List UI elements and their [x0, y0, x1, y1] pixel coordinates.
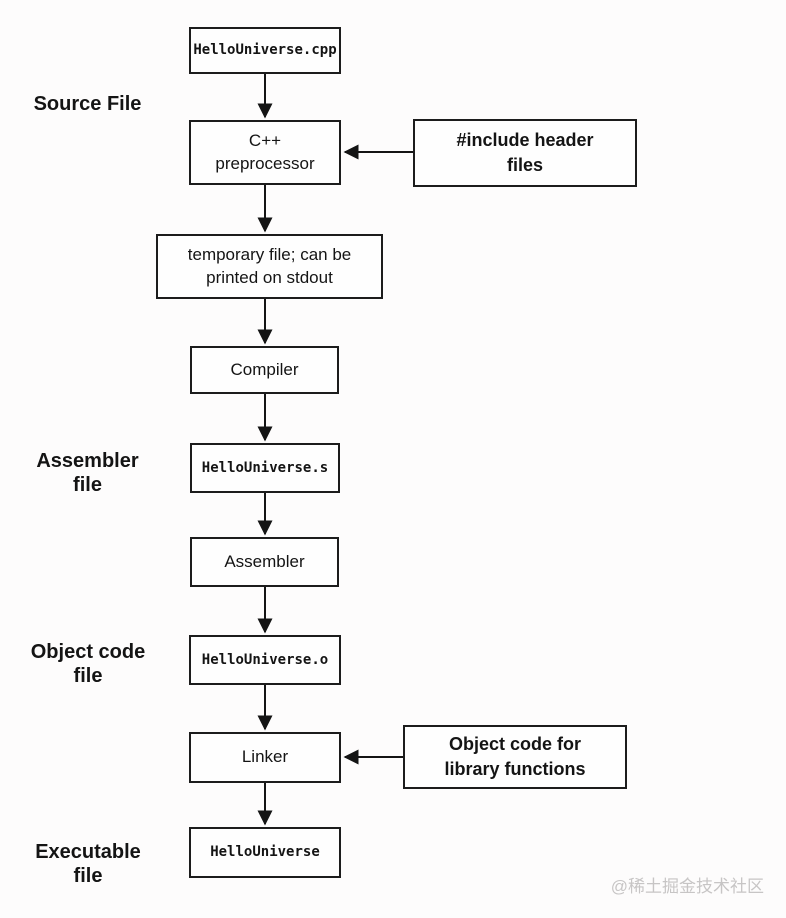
label-source-file: Source File — [33, 93, 142, 115]
node-include-header-files: #include header files — [413, 119, 637, 187]
node-label: HelloUniverse.o — [201, 651, 329, 668]
node-assembler: Assembler — [190, 537, 339, 587]
node-label: #include header files — [456, 129, 594, 175]
node-label: HelloUniverse.s — [201, 459, 329, 476]
node-temporary-file: temporary file; can be printed on stdout — [156, 234, 383, 299]
node-label: temporary file; can be printed on stdout — [187, 245, 352, 287]
node-hellouniverse-exe: HelloUniverse — [189, 827, 341, 878]
node-hellouniverse-cpp: HelloUniverse.cpp — [189, 27, 341, 74]
node-cpp-preprocessor: C++ preprocessor — [189, 120, 341, 185]
label-executable-file: Executable file — [35, 841, 141, 888]
node-hellouniverse-s: HelloUniverse.s — [190, 443, 340, 493]
node-object-code-library: Object code for library functions — [403, 725, 627, 789]
label-assembler-file: Assembler file — [36, 450, 139, 497]
node-label: Linker — [241, 747, 289, 767]
node-label: HelloUniverse.cpp — [193, 42, 337, 59]
node-label: Assembler — [224, 551, 305, 571]
node-hellouniverse-o: HelloUniverse.o — [189, 635, 341, 685]
node-compiler: Compiler — [190, 346, 339, 394]
node-label: Compiler — [230, 359, 299, 379]
watermark: @稀土掘金技术社区 — [610, 877, 764, 896]
label-object-code-file: Object code file — [30, 641, 146, 688]
node-label: Object code for library functions — [444, 733, 586, 779]
node-linker: Linker — [189, 732, 341, 783]
node-label: C++ preprocessor — [215, 131, 315, 173]
node-label: HelloUniverse — [210, 844, 320, 861]
